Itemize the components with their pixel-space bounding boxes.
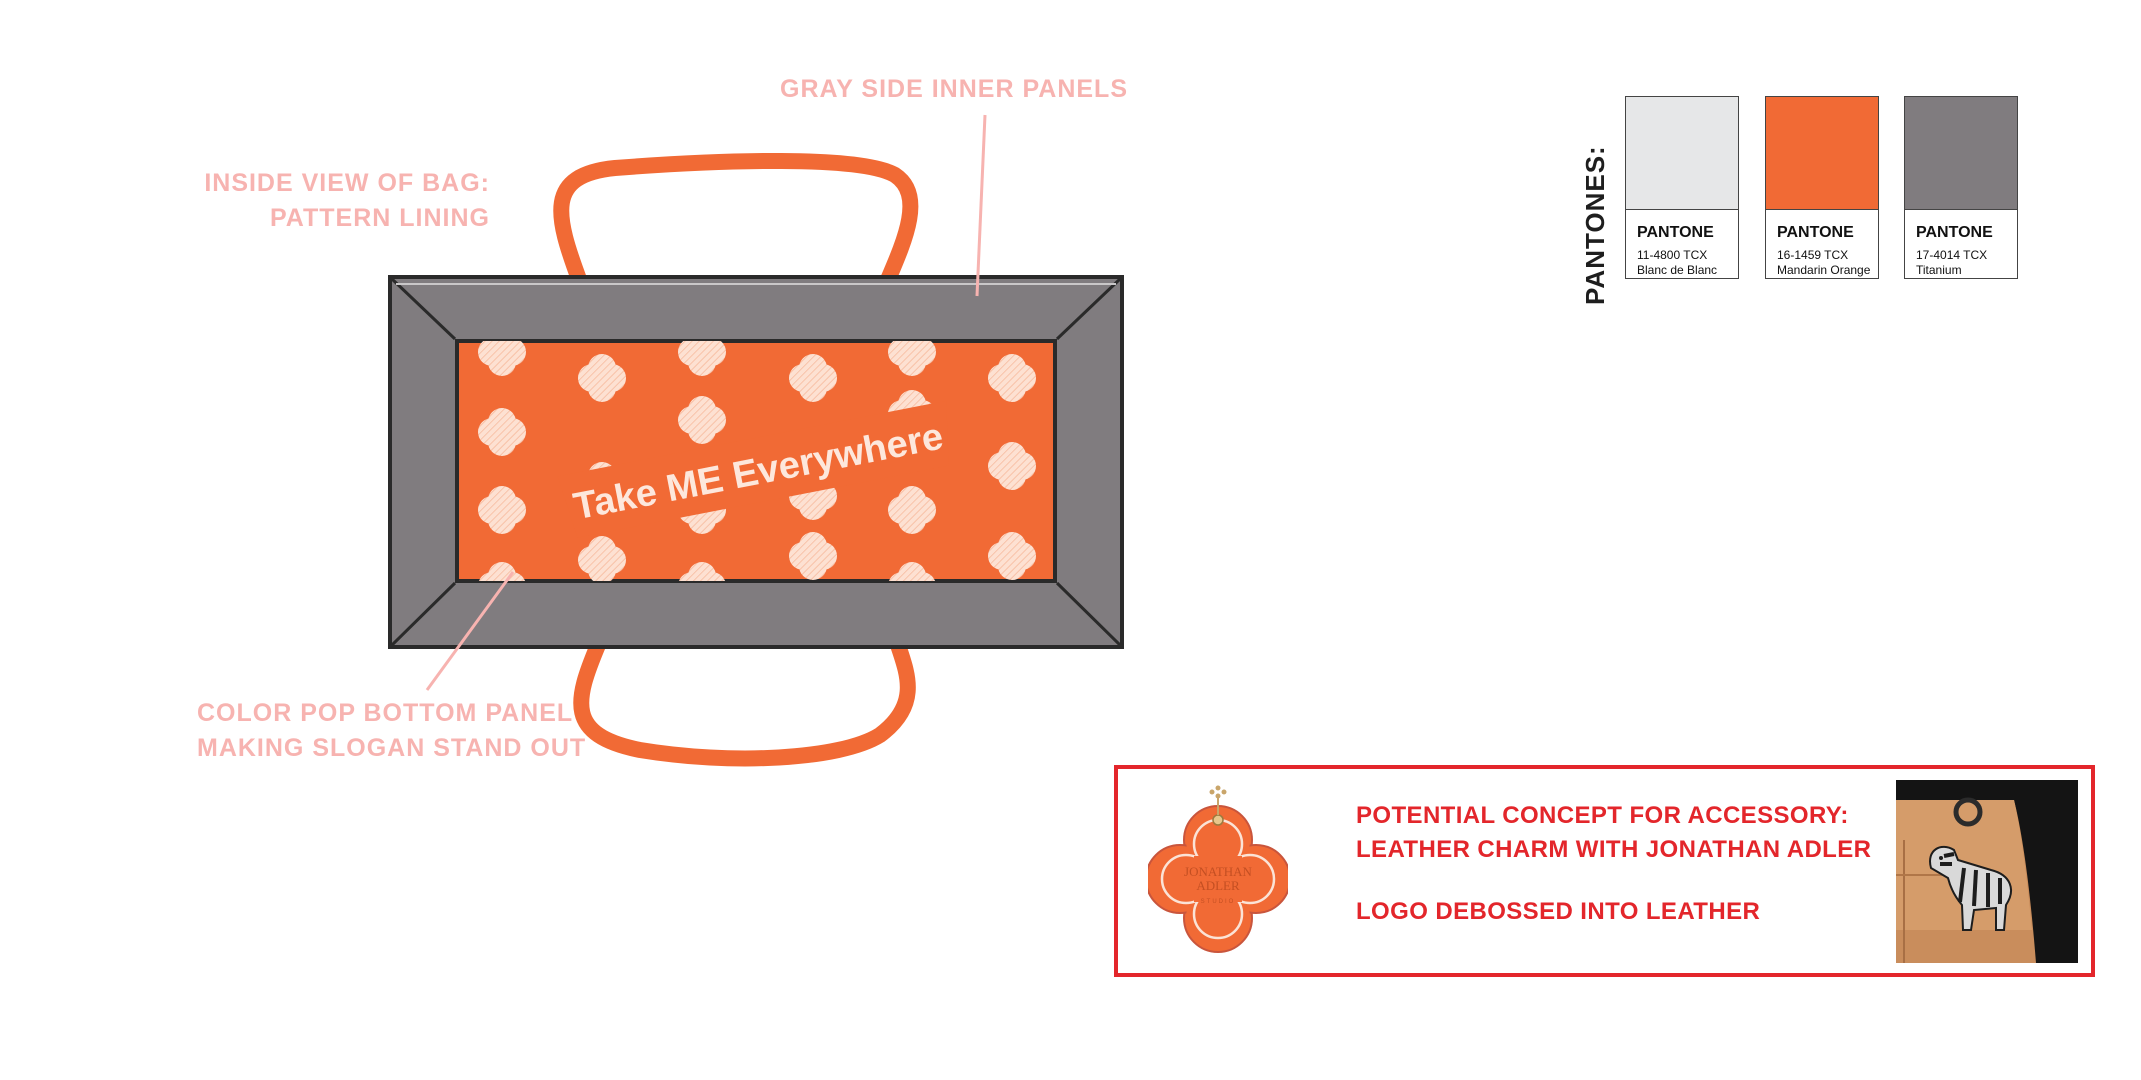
top-handle xyxy=(553,152,919,290)
pantone-swatch: PANTONE 16-1459 TCX Mandarin Orange xyxy=(1765,96,1879,279)
swatch-code: 11-4800 TCX xyxy=(1637,248,1708,262)
callout-bottom-panel-line-2: MAKING SLOGAN STAND OUT xyxy=(197,734,587,762)
accessory-line-1: POTENTIAL CONCEPT FOR ACCESSORY: xyxy=(1356,802,1849,829)
callout-inside-view-line-2: PATTERN LINING xyxy=(269,204,490,232)
bottom-handle xyxy=(573,637,916,767)
swatch-color-chip xyxy=(1905,97,2017,210)
accessory-line-2: LEATHER CHARM WITH JONATHAN ADLER xyxy=(1356,836,1872,863)
charm-logo-line-2: ADLER xyxy=(1196,878,1240,893)
swatch-name: Titanium xyxy=(1916,263,1962,277)
swatch-color-chip xyxy=(1626,97,1738,210)
callout-gray-panels: GRAY SIDE INNER PANELS xyxy=(780,72,1128,107)
pantone-swatch: PANTONE 11-4800 TCX Blanc de Blanc xyxy=(1625,96,1739,279)
callout-gray-panels-text: GRAY SIDE INNER PANELS xyxy=(780,75,1129,103)
charm-logo-line-1: JONATHAN xyxy=(1184,864,1253,879)
swatch-color-chip xyxy=(1766,97,1878,210)
charm-logo-line-3: STUDIO xyxy=(1201,899,1236,905)
charm-product-photo xyxy=(1896,780,2078,963)
pantone-swatch: PANTONE 17-4014 TCX Titanium xyxy=(1904,96,2018,279)
swatch-name: Mandarin Orange xyxy=(1777,263,1871,277)
swatch-code: 17-4014 TCX xyxy=(1916,248,1988,262)
leather-charm-icon: JONATHAN ADLER STUDIO xyxy=(1148,785,1288,953)
accessory-description: POTENTIAL CONCEPT FOR ACCESSORY: LEATHER… xyxy=(1356,799,1871,929)
bottom-panel-leader xyxy=(425,571,515,691)
gray-panel-leader xyxy=(975,114,987,297)
accessory-concept-box: JONATHAN ADLER STUDIO POTENTIAL CONCEPT … xyxy=(1114,765,2095,977)
callout-bottom-panel-line-1: COLOR POP BOTTOM PANEL xyxy=(197,699,574,727)
accessory-line-3: LOGO DEBOSSED INTO LEATHER xyxy=(1356,898,1761,925)
zebra-charm-icon xyxy=(1929,845,2012,931)
swatch-brand: PANTONE xyxy=(1777,224,1854,241)
swatch-name: Blanc de Blanc xyxy=(1637,263,1718,277)
callout-inside-view: INSIDE VIEW OF BAG: PATTERN LINING xyxy=(150,166,490,236)
pantones-heading: PANTONES: xyxy=(1580,145,1610,305)
callout-bottom-panel: COLOR POP BOTTOM PANEL MAKING SLOGAN STA… xyxy=(197,696,586,766)
swatch-brand: PANTONE xyxy=(1916,224,1993,241)
zebra-charm-photo-illustration xyxy=(1896,780,2078,963)
swatch-code: 16-1459 TCX xyxy=(1777,248,1849,262)
swatch-brand: PANTONE xyxy=(1637,224,1714,241)
callout-inside-view-line-1: INSIDE VIEW OF BAG: xyxy=(204,169,490,197)
